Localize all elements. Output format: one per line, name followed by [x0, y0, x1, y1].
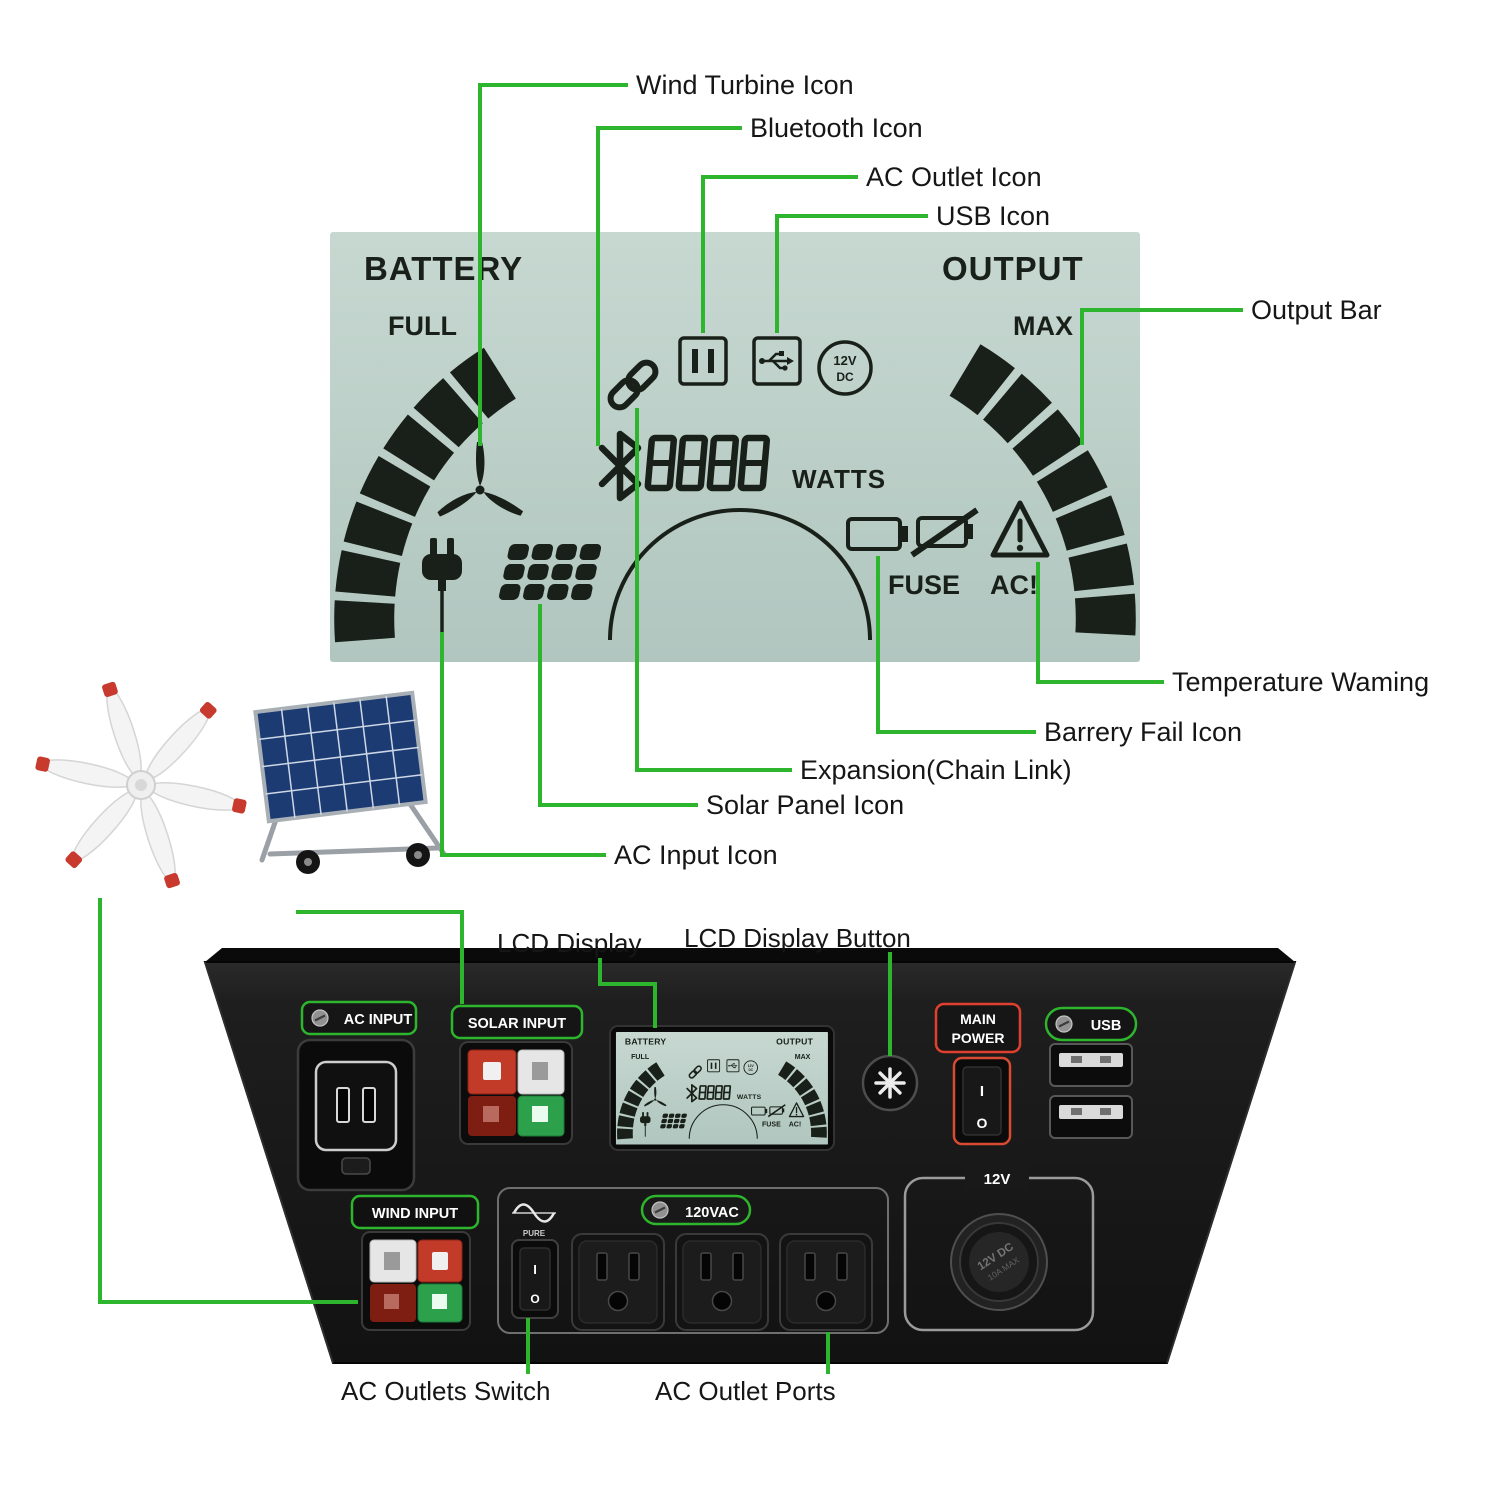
callout-outlet-ports-label: AC Outlet Ports — [655, 1376, 836, 1406]
ac-outlets-switch[interactable]: I O — [511, 1239, 559, 1319]
bluetooth-icon — [598, 430, 642, 502]
usb-icon — [752, 336, 802, 386]
callout-battery-fail-label: Barrery Fail Icon — [1044, 717, 1243, 747]
lcd-display-button[interactable] — [861, 1054, 919, 1112]
line-expansion — [635, 408, 792, 772]
control-panel: AC INPUT SOLAR INPUT — [203, 948, 1297, 1364]
ac-warning-label: AC! — [990, 570, 1038, 600]
dc-12v-badge-icon: 12V DC — [817, 340, 873, 396]
callout-ac-outlet-label: AC Outlet Icon — [866, 162, 1042, 192]
outlet-switch-on-mark: I — [533, 1262, 537, 1277]
ac-outlet-port-3[interactable] — [779, 1233, 873, 1331]
solar-panel-image — [253, 690, 447, 874]
main-power-off-mark: O — [977, 1115, 988, 1131]
battery-level-bar — [334, 344, 521, 643]
lcd-display-screen: BATTERY OUTPUT FULL MAX — [330, 232, 1140, 662]
callout-usb-label: USB Icon — [936, 201, 1051, 231]
dc-12v-label: 12V — [984, 1171, 1011, 1188]
callout-bluetooth-label: Bluetooth Icon — [750, 113, 923, 143]
wind-turbine-icon — [436, 442, 524, 518]
sun-icon — [874, 1067, 906, 1099]
callout-outlets-switch-label: AC Outlets Switch — [341, 1376, 551, 1406]
line-solar-icon — [538, 604, 698, 807]
line-bluetooth — [596, 126, 742, 446]
temperature-warning-icon — [990, 500, 1050, 558]
solar-input-terminals[interactable] — [459, 1041, 573, 1145]
main-power-section: MAIN POWER I O — [934, 1002, 1022, 1146]
ac-outlet-icon — [678, 336, 728, 386]
screw-icon — [310, 1008, 330, 1028]
line-ac-outlet — [701, 175, 858, 333]
wind-input-section: WIND INPUT — [350, 1194, 480, 1331]
fuse-label: FUSE — [888, 570, 960, 600]
ac-outlet-port-1[interactable] — [571, 1233, 665, 1331]
line-temperature — [1036, 562, 1164, 684]
mini-lcd-screen — [616, 1032, 828, 1145]
main-power-switch[interactable]: I O — [952, 1056, 1012, 1146]
callout-lcd-button-label: LCD Display Button — [684, 923, 911, 953]
solar-input-label: SOLAR INPUT — [468, 1016, 566, 1032]
usb-section: USB — [1044, 1006, 1138, 1139]
dc-badge-bottom-text: DC — [836, 370, 854, 384]
output-level-bar — [949, 344, 1136, 643]
callout-temperature-label: Temperature Waming — [1172, 667, 1430, 697]
line-wind-turbine — [478, 83, 628, 446]
battery-fail-icon — [910, 507, 979, 558]
vac-label: 120VAC — [685, 1205, 739, 1221]
line-usb — [775, 214, 928, 333]
ac-outlet-port-2[interactable] — [675, 1233, 769, 1331]
line-turbine-to-wind-input — [98, 898, 358, 1304]
wind-input-label: WIND INPUT — [372, 1206, 458, 1222]
line-ac-input-icon — [440, 632, 606, 857]
main-power-on-mark: I — [980, 1083, 984, 1100]
line-output-bar — [1080, 308, 1243, 445]
ac-outlets-section: 120VAC PURE I O — [497, 1187, 889, 1334]
wind-turbine-image — [35, 681, 247, 889]
usb-port-2[interactable] — [1049, 1095, 1133, 1139]
callout-solar-panel-label: Solar Panel Icon — [706, 790, 905, 820]
watts-unit-label: WATTS — [792, 464, 886, 494]
callout-output-bar-label: Output Bar — [1251, 295, 1382, 325]
watts-display: WATTS — [648, 438, 886, 494]
dc-12v-port[interactable]: 12V DC 10A MAX — [950, 1213, 1048, 1311]
usb-port-1[interactable] — [1049, 1043, 1133, 1087]
main-power-label-1: MAIN — [960, 1011, 996, 1027]
line-lcd-display — [598, 958, 657, 1028]
inner-arc — [608, 508, 872, 641]
usb-label: USB — [1091, 1018, 1122, 1034]
solar-panel-icon — [499, 544, 602, 600]
lcd-output-label: OUTPUT — [942, 250, 1084, 287]
lcd-full-label: FULL — [388, 311, 457, 341]
lcd-battery-label: BATTERY — [364, 250, 523, 287]
dc-12v-section: 12V 12V DC 10A MAX — [903, 1166, 1095, 1332]
callout-ac-input-label: AC Input Icon — [614, 840, 778, 870]
battery-icon — [846, 517, 908, 551]
mini-lcd — [610, 1026, 834, 1150]
lcd-max-label: MAX — [1013, 311, 1073, 341]
pure-sine-icon: PURE — [512, 1203, 556, 1238]
dc-badge-top-text: 12V — [833, 353, 856, 368]
line-solar-panel-to-input — [296, 910, 464, 1004]
outlet-switch-off-mark: O — [530, 1292, 539, 1306]
ac-input-section: AC INPUT — [296, 1000, 418, 1192]
line-battery-fail — [876, 556, 1036, 734]
callout-lcd-display-label: LCD Display — [497, 928, 642, 958]
main-power-label-2: POWER — [952, 1030, 1005, 1046]
callout-lines — [98, 83, 1243, 1374]
callout-wind-turbine-label: Wind Turbine Icon — [636, 70, 854, 100]
expansion-chain-link-icon — [607, 359, 659, 411]
ac-input-label: AC INPUT — [344, 1012, 413, 1028]
ac-input-plug-icon — [422, 538, 462, 632]
screw-icon — [1054, 1014, 1074, 1034]
pure-label: PURE — [523, 1229, 546, 1238]
solar-input-section: SOLAR INPUT — [450, 1004, 584, 1145]
ac-input-port[interactable] — [296, 1038, 416, 1192]
wind-input-terminals[interactable] — [361, 1231, 471, 1331]
callout-expansion-label: Expansion(Chain Link) — [800, 755, 1072, 785]
screw-icon — [650, 1200, 670, 1220]
